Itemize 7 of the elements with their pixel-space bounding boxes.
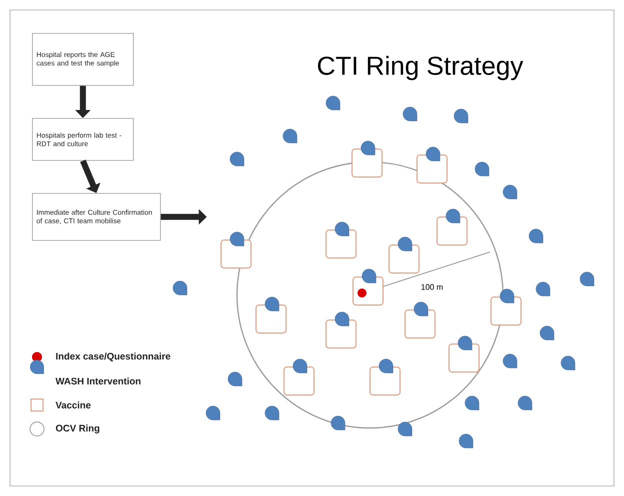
legend-label: Vaccine [56, 402, 91, 408]
arrow [80, 160, 100, 193]
legend-label: Index case/Questionnaire [56, 352, 170, 362]
title: CTI Ring Strategy [318, 56, 524, 80]
legend-label: OCV Ring [56, 424, 100, 434]
legend-label: WASH Intervention [56, 378, 140, 384]
distance-label: 100 m [420, 283, 444, 291]
